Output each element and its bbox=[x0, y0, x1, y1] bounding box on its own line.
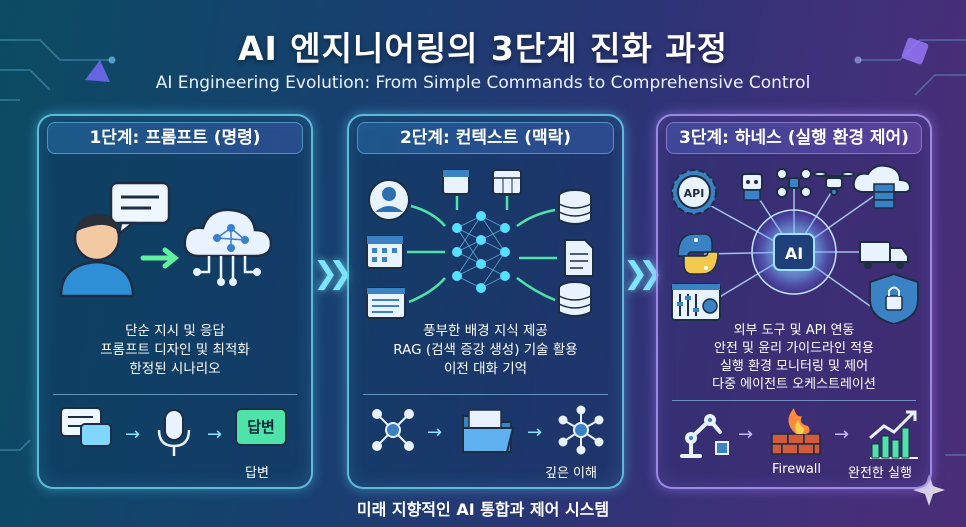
document-icon bbox=[564, 239, 594, 277]
decor-prism bbox=[85, 60, 110, 82]
growth-chart-icon bbox=[869, 410, 918, 459]
stage-2-panel: 2단계: 컨텍스트 (맥락) bbox=[347, 114, 624, 489]
stage-3-desc-line: 실행 환경 모니터링 및 제어 bbox=[719, 359, 869, 374]
stage-2-divider bbox=[363, 394, 608, 395]
stage-1-illustration bbox=[59, 181, 273, 298]
stage-2-title: 2단계: 컨텍스트 (맥락) bbox=[357, 122, 614, 154]
stage-1-desc-line: 단순 지시 및 응답 bbox=[125, 323, 225, 339]
footer-text: 미래 지향적인 AI 통합과 제어 시스템 bbox=[356, 500, 610, 519]
stage-3-panel: 3단계: 하네스 (실행 환경 제어) AI API bbox=[656, 114, 932, 489]
chat-bubbles-icon bbox=[60, 407, 112, 447]
calendar-grid-icon bbox=[366, 235, 404, 269]
stage-arrow-2: ❯❯ bbox=[623, 256, 663, 291]
stage-3-desc-line: 안전 및 윤리 가이드라인 적용 bbox=[713, 341, 875, 356]
stage-2-desc-line: 이전 대화 기억 bbox=[443, 361, 528, 377]
stage-3-divider bbox=[672, 400, 916, 401]
stage-3-flow: → → bbox=[680, 408, 918, 459]
camera-drone-icon bbox=[813, 171, 855, 196]
sparkle-icon bbox=[913, 474, 945, 506]
user-avatar-icon bbox=[368, 179, 410, 221]
svg-text:→: → bbox=[427, 422, 442, 443]
ai-hub-label: AI bbox=[785, 244, 803, 263]
api-gear-icon: API bbox=[671, 169, 717, 215]
network-nodes-icon bbox=[372, 409, 414, 451]
stage-arrow-1: ❯❯ bbox=[313, 256, 353, 291]
calendar-icon bbox=[442, 169, 470, 195]
database-icon-2 bbox=[558, 281, 592, 317]
microphone-icon bbox=[157, 409, 191, 456]
svg-text:→: → bbox=[125, 424, 140, 445]
stage-2-flow: → → bbox=[372, 405, 604, 455]
stage-3-caption-firewall: Firewall bbox=[772, 462, 822, 477]
hub-network-icon bbox=[558, 405, 604, 455]
table-icon bbox=[492, 169, 522, 195]
page-subtitle: AI Engineering Evolution: From Simple Co… bbox=[155, 73, 811, 93]
stage-3-caption-complete: 완전한 실행 bbox=[848, 466, 912, 481]
ai-chip-icon bbox=[773, 233, 815, 271]
stage-3-title: 3단계: 하네스 (실행 환경 제어) bbox=[666, 122, 922, 154]
stage-2-flow-caption: 깊은 이해 bbox=[545, 466, 597, 481]
cloud-network-icon bbox=[183, 208, 273, 286]
firewall-icon bbox=[771, 408, 821, 455]
stage-3-desc-line: 다중 에이전트 오케스트레이션 bbox=[712, 377, 876, 392]
stage-1-panel: 1단계: 프롬프트 (명령) 단순 지시 및 응답 bbox=[37, 114, 313, 489]
python-icon bbox=[677, 233, 719, 275]
svg-text:→: → bbox=[527, 422, 542, 443]
svg-text:→: → bbox=[834, 424, 849, 445]
stage-1-desc-line: 프롬프트 디자인 및 최적화 bbox=[100, 342, 250, 358]
stage-1-desc-line: 한정된 시나리오 bbox=[129, 361, 221, 377]
truck-icon bbox=[859, 241, 909, 269]
stage-2-desc-line: RAG (검색 증강 생성) 기술 활용 bbox=[393, 342, 578, 358]
api-gear-label: API bbox=[684, 187, 705, 200]
svg-text:→: → bbox=[738, 424, 753, 445]
stage-3-illustration: AI API bbox=[671, 164, 919, 324]
stage-2-desc-line: 풍부한 배경 지식 제공 bbox=[423, 323, 548, 339]
stage-1-title: 1단계: 프롬프트 (명령) bbox=[47, 122, 303, 154]
answer-badge: 답변 bbox=[235, 408, 287, 446]
robot-arm-icon bbox=[680, 414, 729, 458]
stage-1-divider bbox=[53, 394, 297, 395]
drone-icon bbox=[776, 168, 812, 198]
stage-3-desc-line: 외부 도구 및 API 연동 bbox=[733, 323, 855, 338]
cloud-server-icon bbox=[852, 164, 912, 209]
database-icon bbox=[558, 189, 592, 225]
chat-bubble-icon bbox=[109, 181, 171, 238]
svg-text:→: → bbox=[207, 424, 222, 445]
user-icon bbox=[59, 214, 135, 298]
stage-1-flow: → → bbox=[60, 407, 222, 456]
control-panel-icon bbox=[671, 283, 721, 321]
list-window-icon bbox=[366, 287, 406, 319]
shield-lock-icon bbox=[869, 272, 919, 324]
page-title: AI 엔지니어링의 3단계 진화 과정 bbox=[237, 29, 729, 68]
robot-icon bbox=[741, 173, 763, 201]
stage-2-illustration bbox=[366, 169, 594, 319]
stage-1-flow-caption: 답변 bbox=[245, 466, 269, 481]
neural-network-icon bbox=[452, 211, 510, 293]
folder-icon bbox=[462, 409, 515, 453]
